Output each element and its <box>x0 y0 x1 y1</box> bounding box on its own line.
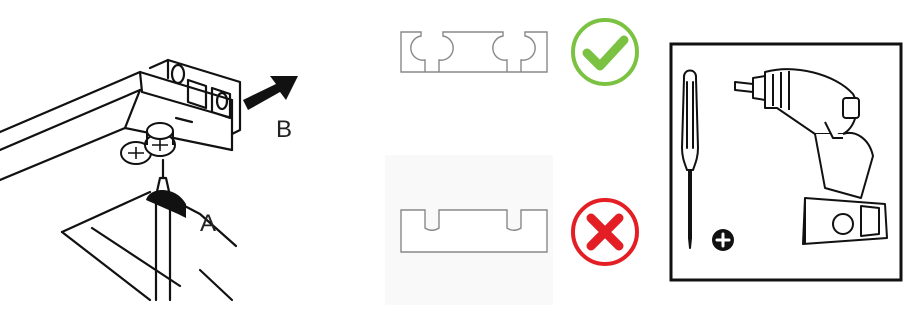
assembly-drawing <box>0 0 360 325</box>
incorrect-profile-shape <box>401 210 547 252</box>
tools-drawing <box>665 38 907 286</box>
required-tools-panel <box>665 38 907 286</box>
profile-comparison <box>385 0 665 325</box>
assembly-illustration: B A <box>0 0 360 325</box>
plus-icon <box>712 229 734 251</box>
rotation-arrow-a <box>146 190 186 218</box>
push-arrow-b <box>243 76 298 110</box>
correct-check-icon <box>573 20 637 84</box>
correct-profile-shape <box>401 32 547 72</box>
rail-top-edge <box>0 72 232 132</box>
incorrect-cross-icon <box>573 200 637 264</box>
step-a-label: A <box>200 210 216 238</box>
step-b-label: B <box>276 116 292 144</box>
profiles-drawing <box>385 0 665 325</box>
